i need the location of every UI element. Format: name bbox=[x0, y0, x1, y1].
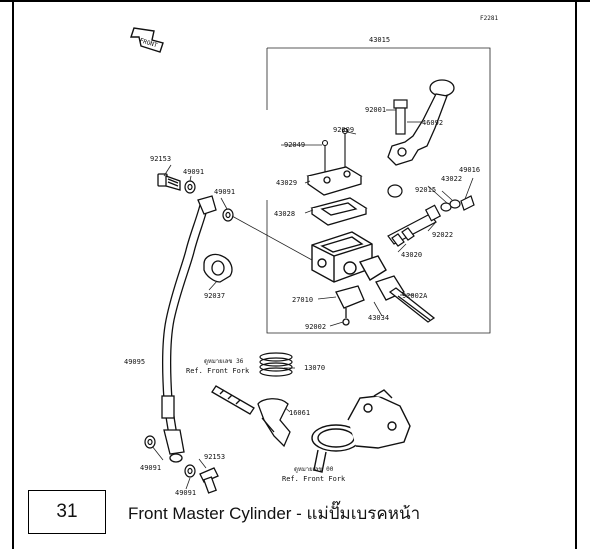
banjo-bolt-bottom bbox=[199, 467, 219, 494]
figure-code: F2281 bbox=[480, 15, 498, 22]
part-label-27010: 27010 bbox=[292, 296, 313, 304]
reservoir-screws bbox=[321, 127, 349, 172]
copper-washer-bottom bbox=[144, 435, 196, 478]
front-direction-icon: FRONT bbox=[130, 27, 164, 53]
part-label-49095: 49095 bbox=[124, 358, 145, 366]
part-label-92022: 92022 bbox=[432, 231, 453, 239]
reservoir-cap bbox=[306, 166, 363, 196]
ref-fork-a-thai: ดูหมายเลข 36 bbox=[204, 358, 244, 365]
switch-bracket bbox=[375, 275, 436, 323]
part-label-49016: 49016 bbox=[459, 166, 480, 174]
part-label-16061: 16061 bbox=[289, 409, 310, 417]
fork-top-clamp bbox=[311, 389, 411, 473]
part-label-49091-c: 49091 bbox=[140, 464, 161, 472]
brake-lever bbox=[387, 79, 455, 166]
part-label-43029: 43029 bbox=[276, 179, 297, 187]
brake-hose bbox=[161, 195, 217, 463]
part-label-92002: 92002 bbox=[305, 323, 326, 331]
ref-fork-b: Ref. Front Fork bbox=[282, 475, 346, 483]
part-label-92001: 92001 bbox=[365, 106, 386, 114]
part-label-43034: 43034 bbox=[368, 314, 389, 322]
caption-title: Front Master Cylinder - แม่ปั๊มเบรคหน้า bbox=[128, 504, 421, 523]
part-label-92015: 92015 bbox=[415, 186, 436, 194]
part-label-92002a: 92002A bbox=[402, 292, 428, 300]
part-labels: F2281 43015 92001 46092 92009 92049 4302… bbox=[124, 15, 498, 497]
piston-seals bbox=[387, 184, 475, 212]
banjo-bolt-top bbox=[157, 173, 181, 191]
copper-washer-top bbox=[184, 180, 234, 222]
part-label-46092: 46092 bbox=[422, 119, 443, 127]
ref-fork-a: Ref. Front Fork bbox=[186, 367, 250, 375]
handlebar-clamp bbox=[211, 385, 291, 448]
part-label-92049: 92049 bbox=[284, 141, 305, 149]
assembly-outline bbox=[266, 47, 491, 334]
part-label-43022: 43022 bbox=[441, 175, 462, 183]
frame-right-border bbox=[575, 0, 577, 549]
lever-bolt bbox=[393, 99, 408, 135]
frame-top-border bbox=[0, 0, 590, 2]
mounting-clamp bbox=[335, 285, 365, 326]
leader-lines bbox=[151, 109, 474, 490]
caption-number-box: 31 bbox=[28, 490, 106, 534]
reservoir-diaphragm bbox=[310, 197, 368, 226]
reference-notes: ดูหมายเลข 36 Ref. Front Fork ดูหมายเลข 0… bbox=[186, 358, 346, 483]
part-label-43028: 43028 bbox=[274, 210, 295, 218]
part-label-43020: 43020 bbox=[401, 251, 422, 259]
part-label-49091-a: 49091 bbox=[183, 168, 204, 176]
part-label-49091-b: 49091 bbox=[214, 188, 235, 196]
hose-holder bbox=[203, 253, 233, 283]
part-label-92153-top: 92153 bbox=[150, 155, 171, 163]
part-label-92009: 92009 bbox=[333, 126, 354, 134]
part-label-13070: 13070 bbox=[304, 364, 325, 372]
part-label-92153-bottom: 92153 bbox=[204, 453, 225, 461]
piston-assembly bbox=[387, 204, 442, 247]
ref-fork-b-thai: ดูหมายเลข 00 bbox=[294, 466, 334, 473]
part-label-43015: 43015 bbox=[369, 36, 390, 44]
frame-left-border bbox=[12, 0, 14, 549]
part-label-92037: 92037 bbox=[204, 292, 225, 300]
part-label-49091-d: 49091 bbox=[175, 489, 196, 497]
master-cylinder-body bbox=[311, 231, 387, 283]
cover-spring bbox=[259, 352, 293, 377]
